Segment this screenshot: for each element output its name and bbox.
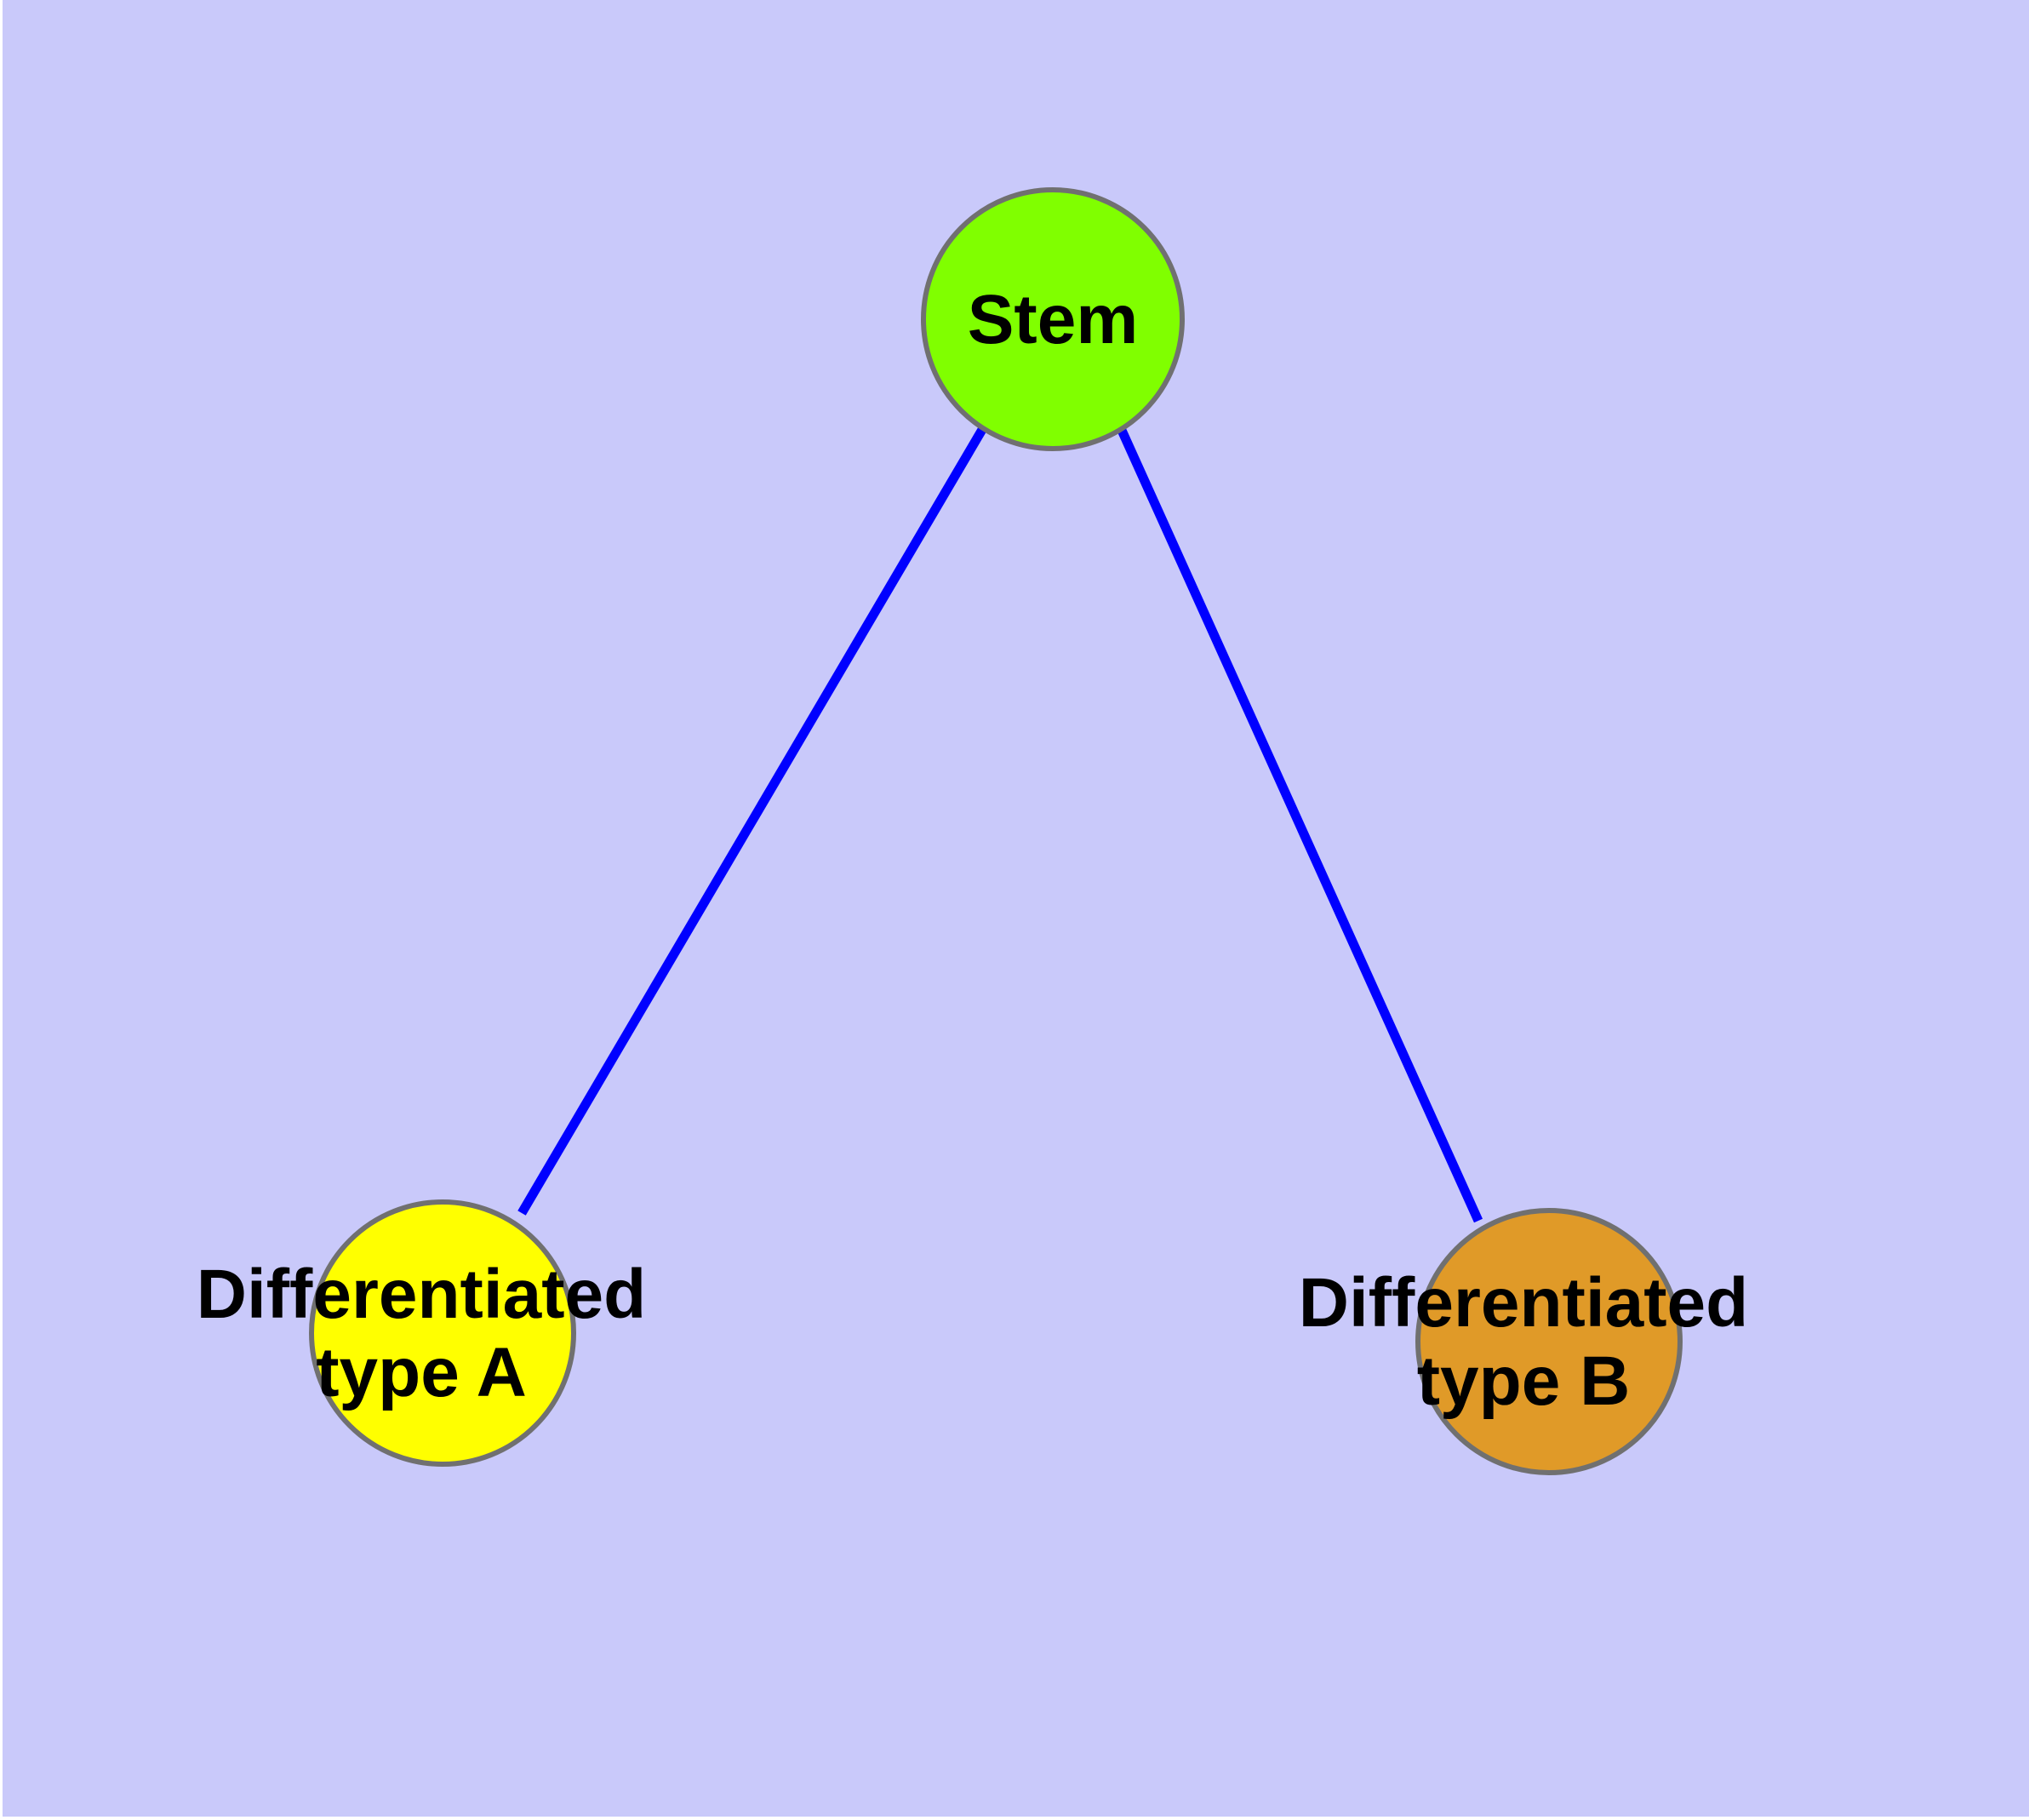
edge-stem-to-diff-a[interactable] bbox=[517, 426, 987, 1216]
edges-layer bbox=[517, 424, 1483, 1223]
node-label-line: Differentiated bbox=[197, 1256, 647, 1333]
node-label-line: Stem bbox=[968, 281, 1139, 358]
node-diff-a[interactable] bbox=[309, 1199, 576, 1467]
node-label-stem: Stem bbox=[968, 281, 1139, 358]
node-stem[interactable] bbox=[921, 187, 1185, 451]
node-label-line: type A bbox=[316, 1333, 527, 1411]
edge-stem-to-diff-b[interactable] bbox=[1115, 424, 1483, 1223]
node-label-line: type B bbox=[1417, 1342, 1631, 1419]
node-diff-b[interactable] bbox=[1415, 1208, 1683, 1475]
node-label-line: Differentiated bbox=[1299, 1264, 1749, 1342]
nodes-layer bbox=[309, 187, 1683, 1475]
